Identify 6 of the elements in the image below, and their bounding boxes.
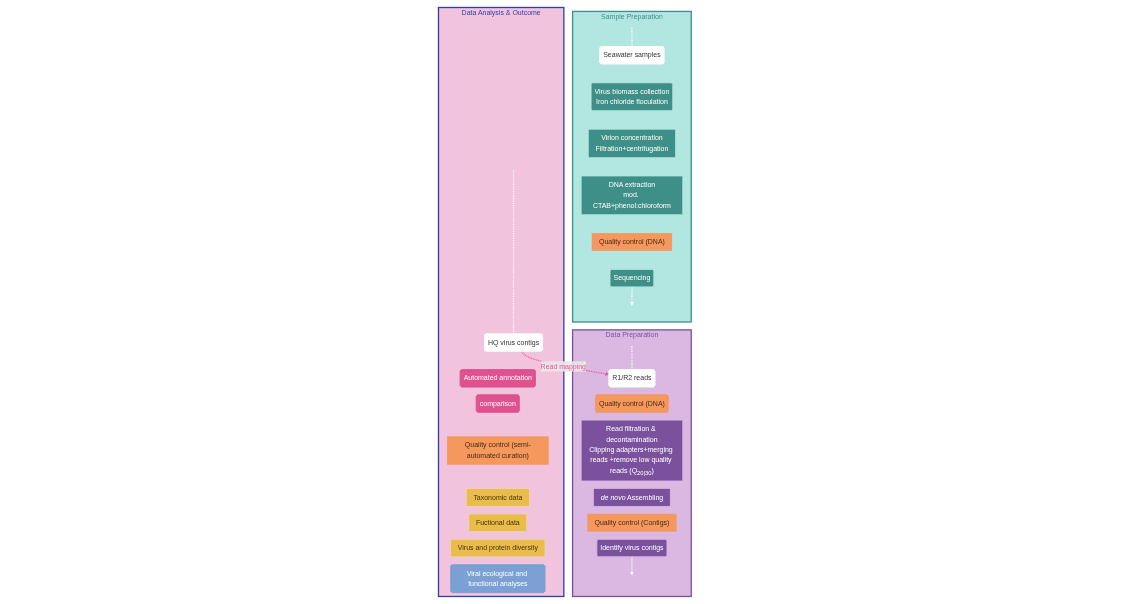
connector	[513, 169, 515, 335]
arrow	[520, 350, 610, 376]
arrow	[630, 556, 634, 576]
connector	[631, 345, 633, 371]
connector	[631, 27, 633, 48]
arrow	[630, 286, 634, 306]
